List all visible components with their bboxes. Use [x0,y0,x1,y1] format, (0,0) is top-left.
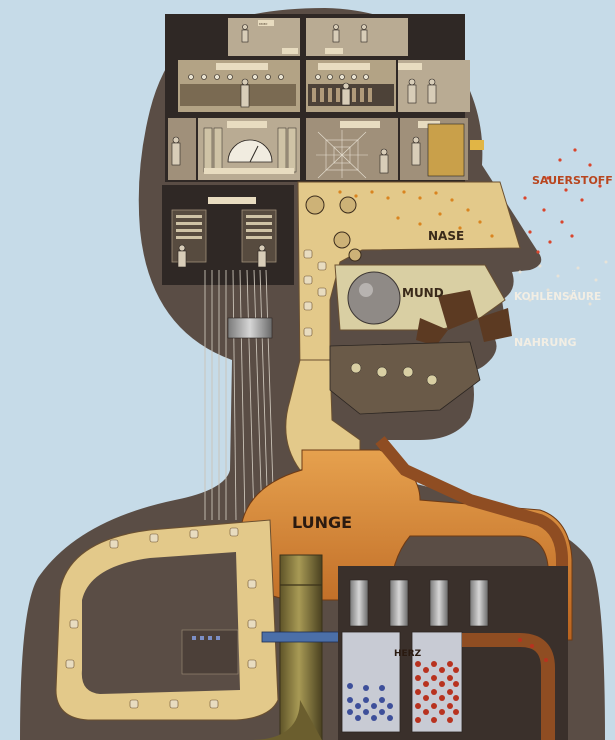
arterial-chamber [411,631,463,733]
cable-junction-box [227,317,273,339]
office-top-right [306,18,408,56]
label-kohlensaure: KOHLENSÄURE [514,289,601,303]
label-mund: MUND [402,286,444,300]
worker-figure-icon [171,24,437,174]
pressure-gauge-icon [227,139,273,163]
label-herz: HERZ [394,649,422,659]
co2-particles [518,260,608,306]
throat-conveyor [285,359,361,471]
food-chunks [416,290,512,346]
switchboard-hall [162,185,294,285]
heart-engine-room [338,566,568,740]
web-icon [316,130,368,179]
label-lunge: LUNGE [292,513,352,532]
svg-text:▭▭▭: ▭▭▭ [259,22,267,27]
brain-offices: ▭▭▭ [165,14,484,182]
tongue-ball [347,271,401,325]
oxygen-particles [523,148,602,254]
label-nase: NASE [428,229,464,243]
nerve-cables [204,269,275,521]
label-sauerstoff: SAUERSTOFF [532,174,613,187]
jaw-machinery [329,341,481,415]
vein-pipe [375,436,568,640]
label-nahrung: NAHRUNG [514,336,577,349]
